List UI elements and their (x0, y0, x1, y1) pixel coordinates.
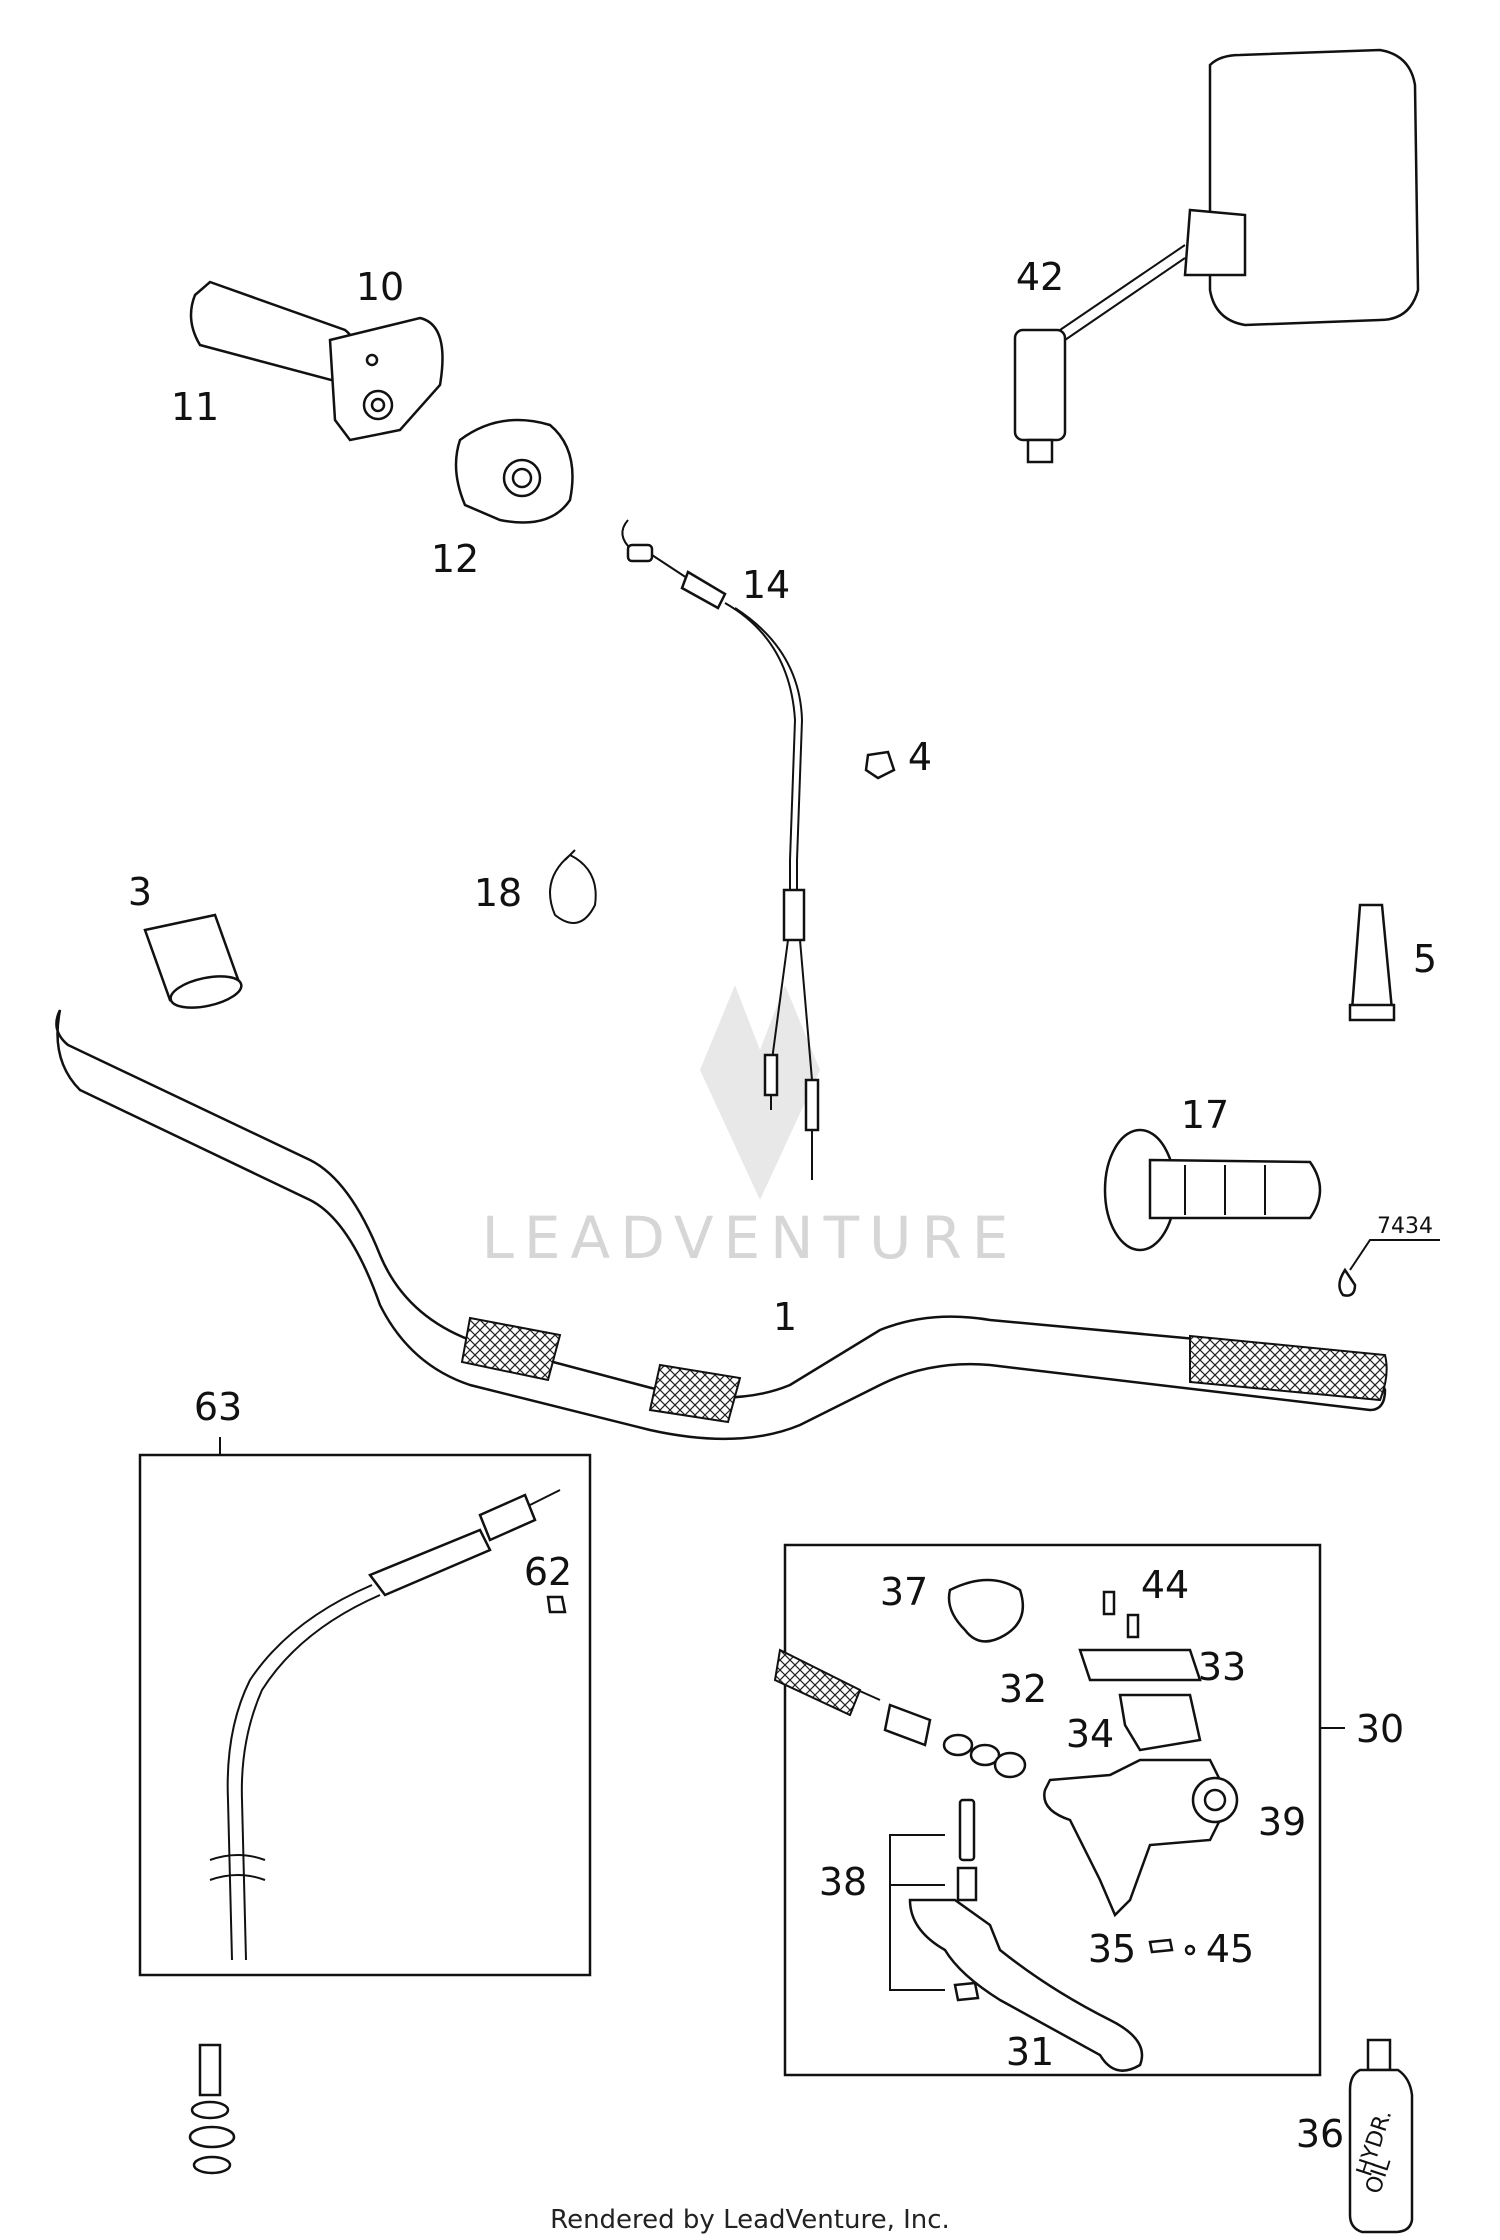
label-17: 17 (1181, 1093, 1229, 1137)
label-18: 18 (474, 871, 522, 915)
drop-7434 (1338, 1267, 1357, 1297)
label-5: 5 (1413, 937, 1437, 981)
label-33: 33 (1198, 1645, 1246, 1689)
label-31: 31 (1006, 2030, 1054, 2074)
label-4: 4 (908, 735, 932, 779)
label-14: 14 (742, 563, 790, 607)
label-39: 39 (1258, 1800, 1306, 1844)
oil-bottle: HYDR. OIL (1348, 2038, 1414, 2234)
label-44: 44 (1141, 1563, 1189, 1607)
label-7434: 7434 (1377, 1214, 1433, 1239)
leader-7434 (1349, 1239, 1440, 1271)
callout-labels: 1 3 4 5 10 11 12 14 17 18 30 31 32 33 34… (128, 255, 1437, 2156)
label-63: 63 (194, 1385, 242, 1429)
clutch-cable-group (138, 1437, 592, 2175)
label-32: 32 (999, 1667, 1047, 1711)
label-11: 11 (171, 385, 219, 429)
switch-cable (621, 519, 820, 1180)
watermark: LEADVENTURE (482, 985, 1019, 1272)
throttle-grip (189, 280, 444, 442)
label-45: 45 (1206, 1927, 1254, 1971)
left-grip (1103, 1128, 1322, 1252)
label-35: 35 (1088, 1927, 1136, 1971)
nut-4 (864, 750, 896, 780)
master-cylinder-group (773, 1543, 1345, 2077)
label-10: 10 (356, 265, 404, 309)
bushing (143, 913, 243, 1009)
label-3: 3 (128, 870, 152, 914)
watermark-text: LEADVENTURE (482, 1204, 1019, 1272)
label-36: 36 (1296, 2112, 1344, 2156)
label-62: 62 (524, 1550, 572, 1594)
label-12: 12 (431, 537, 479, 581)
label-38: 38 (819, 1860, 867, 1904)
footer-credit: Rendered by LeadVenture, Inc. (550, 2205, 950, 2235)
label-34: 34 (1066, 1712, 1114, 1756)
label-37: 37 (880, 1570, 928, 1614)
clamp-ring (549, 849, 597, 924)
mirror (1013, 48, 1420, 464)
grease-tube (1348, 903, 1396, 1022)
throttle-housing-lower (454, 418, 574, 524)
label-42: 42 (1016, 255, 1064, 299)
handlebar (55, 1009, 1388, 1441)
label-1: 1 (773, 1295, 797, 1339)
label-30: 30 (1356, 1707, 1404, 1751)
